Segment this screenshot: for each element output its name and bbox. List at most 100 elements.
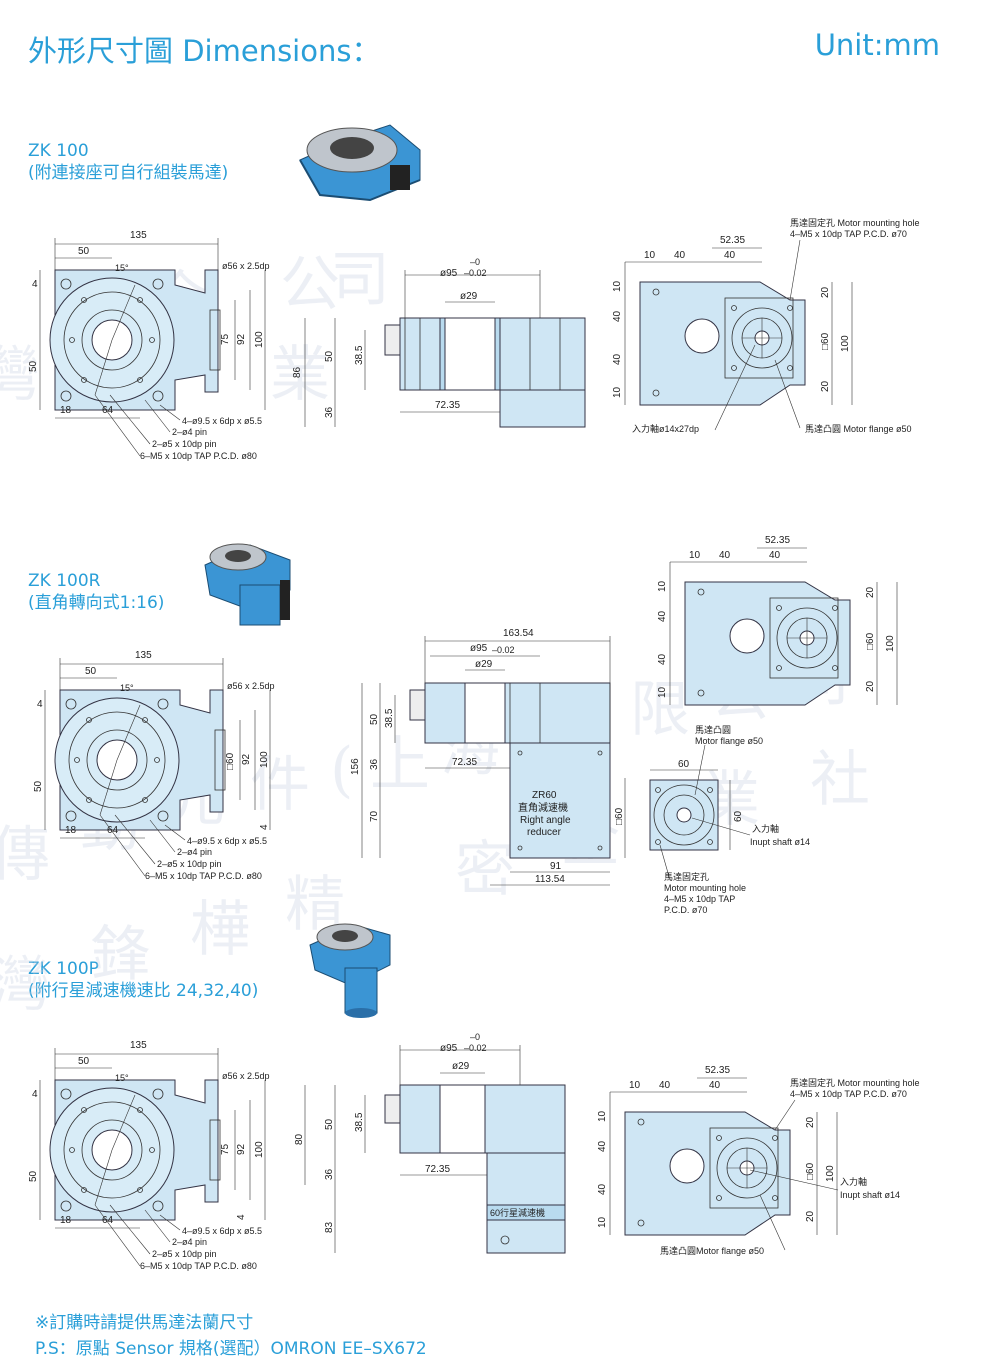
dim-label: 72.35 [452, 757, 477, 768]
dim-label: 10 [657, 580, 668, 592]
zk100r-side-view: 163.54 ø95 –0.02 ø29 50 38.5 156 36 70 7… [350, 628, 626, 886]
dim-label: –0.02 [464, 268, 487, 278]
dim-label: 10 [597, 1216, 608, 1228]
dim-label: 40 [597, 1140, 608, 1152]
dim-label: 40 [674, 250, 686, 261]
dim-label: 64 [102, 1215, 114, 1226]
unit-label: Unit:mm [814, 28, 940, 62]
zk100p-product-photo [309, 923, 391, 1018]
dim-label: ø56 x 2.5dp [227, 681, 275, 691]
dim-label: 50 [369, 713, 380, 725]
note-label: 6–M5 x 10dp TAP P.C.D. ø80 [140, 1261, 257, 1271]
note-label: 入力軸ø14x27dp [632, 423, 699, 434]
note-label: 馬達固定孔 Motor mounting hole [790, 1077, 920, 1088]
dim-label: 50 [28, 1170, 39, 1182]
note-label: 4–ø9.5 x 6dp x ø5.5 [182, 1226, 262, 1236]
dim-label: 83 [324, 1221, 335, 1233]
svg-text:公: 公 [280, 250, 340, 320]
dim-label: 64 [102, 405, 114, 416]
dim-label: ø29 [475, 659, 493, 670]
dim-label: 86 [292, 366, 303, 378]
dim-label: –0 [470, 1032, 480, 1042]
dim-label: 40 [659, 1080, 671, 1091]
dim-label: 100 [259, 751, 270, 768]
dim-label: 50 [78, 246, 90, 257]
zk100-side-view: –0 ø95 –0.02 ø29 86 50 38.5 36 72.35 [292, 257, 586, 428]
dim-label: 40 [597, 1183, 608, 1195]
dim-label: 20 [805, 1116, 816, 1128]
note-label: 4–ø9.5 x 6dp x ø5.5 [182, 416, 262, 426]
dim-label: 10 [597, 1110, 608, 1122]
dim-label: 135 [135, 650, 152, 661]
note-label: 6–M5 x 10dp TAP P.C.D. ø80 [140, 451, 257, 461]
svg-text:樺: 樺 [190, 895, 250, 965]
dim-label: 50 [33, 780, 44, 792]
dim-label: 4 [236, 1214, 247, 1220]
dim-label: 4 [32, 279, 38, 290]
dim-label: 36 [324, 406, 335, 418]
note-label: 2–ø4 pin [177, 847, 212, 857]
note-label: 2–ø5 x 10dp pin [152, 1249, 217, 1259]
svg-text:業: 業 [270, 340, 330, 410]
dim-label: 20 [820, 380, 831, 392]
dim-label: □60 [805, 1162, 816, 1180]
svg-text:司: 司 [330, 245, 390, 315]
dim-label: 92 [241, 753, 252, 765]
svg-text:件: 件 [250, 750, 310, 820]
dim-label: 10 [612, 280, 623, 292]
reducer-label: reducer [527, 827, 562, 838]
note-label: 入力軸 [840, 1176, 867, 1187]
dim-label: 20 [865, 680, 876, 692]
dim-label: 100 [885, 635, 896, 652]
svg-text:鋒: 鋒 [90, 920, 150, 990]
dim-label: 72.35 [435, 400, 460, 411]
dim-label: 20 [805, 1210, 816, 1222]
zk100r-top-view: 52.35 10 40 40 10 40 40 10 20 □60 100 20 [657, 535, 898, 706]
svg-text:密: 密 [455, 835, 515, 905]
svg-text:灣: 灣 [0, 340, 40, 410]
note-label: 馬達凸圓 [695, 724, 731, 735]
model-subtitle: (直角轉向式1:16) [28, 593, 165, 613]
note-label: 4–M5 x 10dp TAP P.C.D. ø70 [790, 229, 907, 239]
svg-text:限: 限 [630, 675, 690, 745]
page-title: 外形尺寸圖 Dimensions： [28, 34, 381, 68]
dim-label: □60 [820, 332, 831, 350]
zk100-product-photo [299, 124, 421, 202]
dim-label: –0 [470, 257, 480, 267]
svg-text:灣: 灣 [0, 950, 50, 1020]
dim-label: 92 [236, 333, 247, 345]
note-label: Motor flange ø50 [695, 736, 763, 746]
note-label: 馬達固定孔 [664, 871, 709, 882]
dim-label: 156 [350, 758, 361, 775]
dim-label: 4 [37, 699, 43, 710]
model-zk100: ZK 100 (附連接座可自行組裝馬達) [28, 140, 228, 184]
dim-label: 50 [324, 1118, 335, 1130]
dim-label: 52.35 [765, 535, 790, 546]
dim-label: 18 [60, 1215, 72, 1226]
dim-label: □60 [614, 807, 625, 825]
note-label: 2–ø4 pin [172, 427, 207, 437]
dim-label: 4 [32, 1089, 38, 1100]
dim-label: ø29 [460, 291, 478, 302]
note-label: 馬達凸圓 Motor flange ø50 [805, 423, 912, 434]
dim-label: 75 [220, 333, 231, 345]
note-label: P.C.D. ø70 [664, 905, 707, 915]
svg-text:社: 社 [810, 745, 870, 815]
dim-label: 50 [85, 666, 97, 677]
dim-label: 163.54 [503, 628, 534, 639]
dim-label: 50 [324, 350, 335, 362]
model-subtitle: (附連接座可自行組裝馬達) [28, 163, 229, 183]
dim-label: □60 [865, 632, 876, 650]
note-label: 4–M5 x 10dp TAP P.C.D. ø70 [790, 1089, 907, 1099]
dim-label: 10 [644, 250, 656, 261]
note-label: 4–M5 x 10dp TAP [664, 894, 735, 904]
model-name: ZK 100P [28, 959, 99, 979]
zk100r-front-view: 135 50 15° ø56 x 2.5dp 4 □60 92 100 50 4… [33, 650, 275, 881]
dim-label: 36 [324, 1168, 335, 1180]
svg-text:傳: 傳 [0, 820, 50, 890]
dim-label: 40 [769, 550, 781, 561]
dim-label: 38.5 [354, 1112, 365, 1132]
note-label: 2–ø5 x 10dp pin [152, 439, 217, 449]
dim-label: 70 [369, 810, 380, 822]
dim-label: 40 [612, 353, 623, 365]
